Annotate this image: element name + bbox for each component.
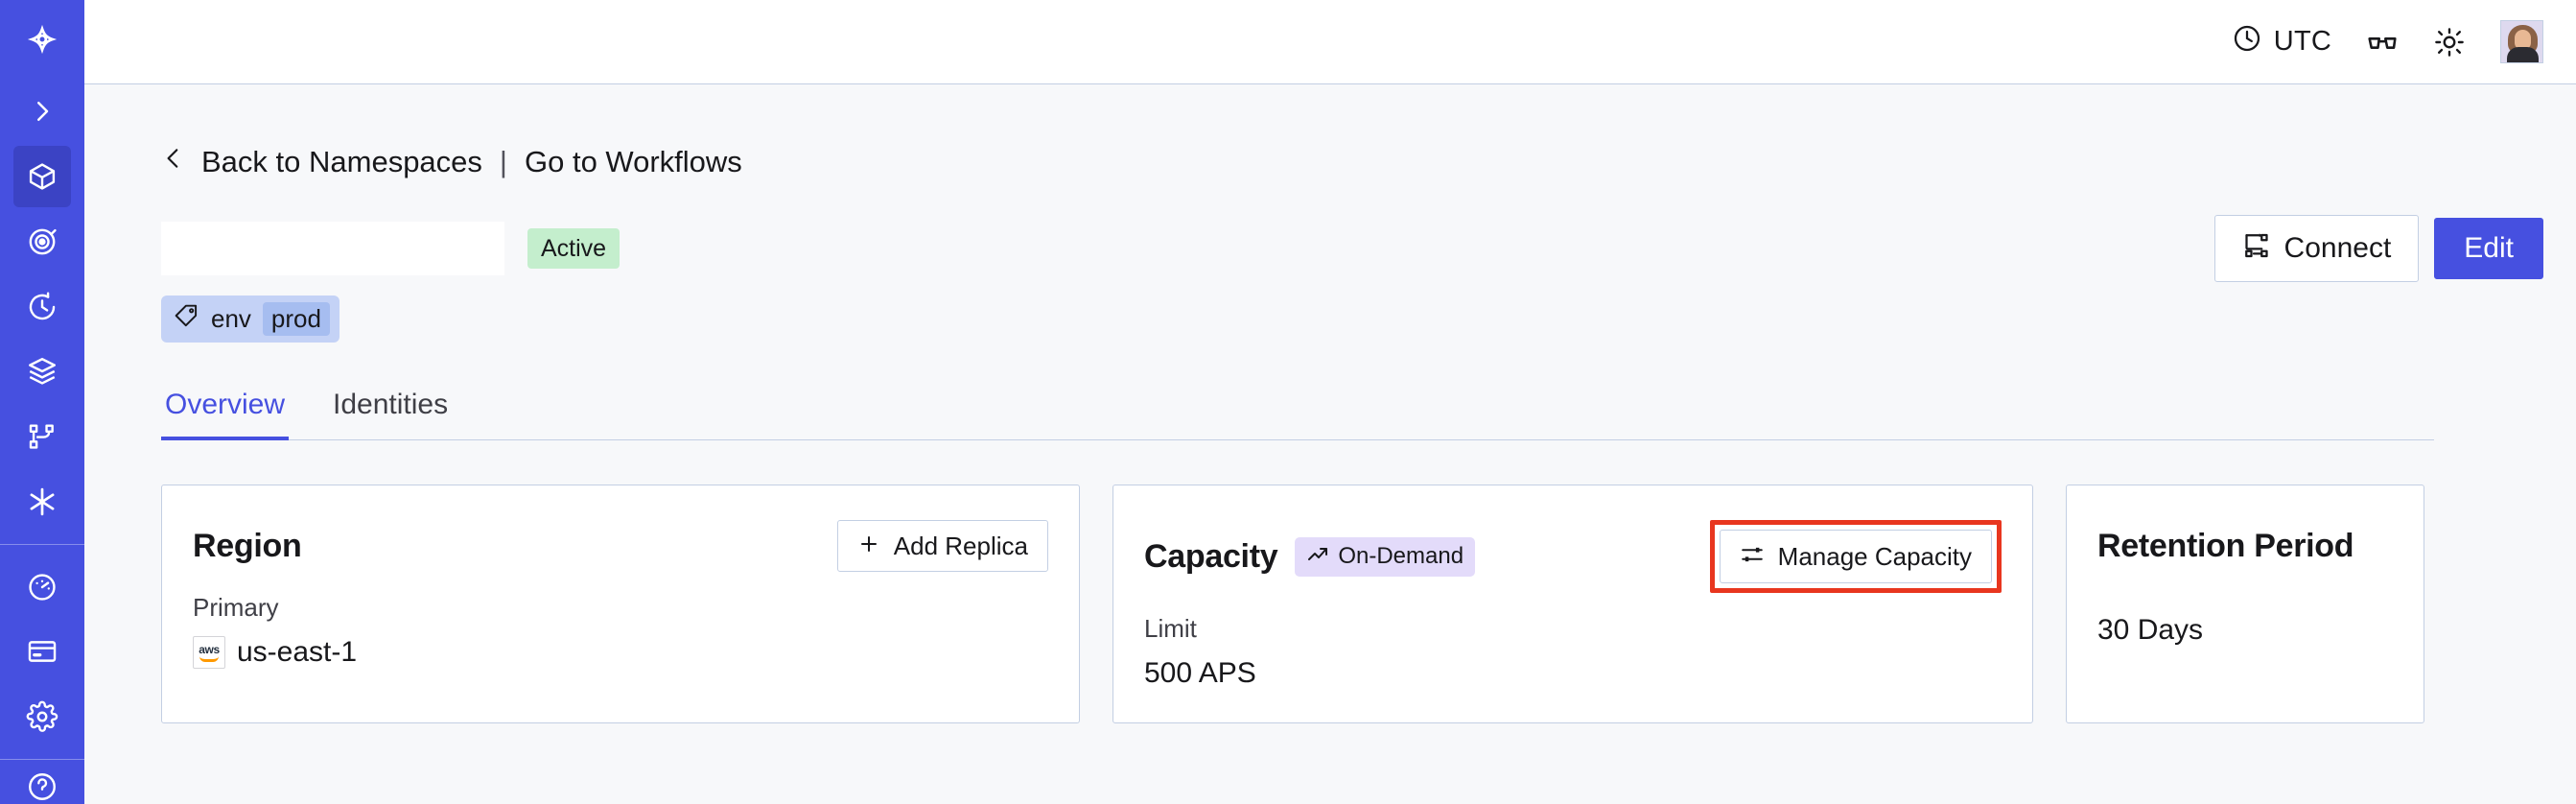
- sidebar-item-schedules[interactable]: [13, 276, 71, 338]
- tag-row: env prod: [161, 296, 2543, 343]
- sidebar-divider-2: [0, 759, 84, 761]
- sidebar-item-expand-sidebar[interactable]: [13, 82, 71, 143]
- add-replica-button[interactable]: Add Replica: [836, 520, 1048, 572]
- region-card: Region Add Replica Primary: [161, 485, 1080, 723]
- sidebar-item-billing[interactable]: [13, 622, 71, 683]
- plus-icon: [857, 532, 880, 559]
- namespace-tag-chip[interactable]: env prod: [161, 296, 340, 343]
- edit-label: Edit: [2464, 232, 2514, 264]
- timezone-selector[interactable]: UTC: [2232, 23, 2331, 61]
- retention-value: 30 Days: [2097, 614, 2204, 646]
- region-card-action: Add Replica: [836, 520, 1048, 572]
- region-primary-value: us-east-1: [237, 636, 358, 668]
- left-sidebar: [0, 0, 84, 804]
- capacity-card: Capacity On-Demand: [1112, 485, 2033, 723]
- annotation-highlight-box: Manage Capacity: [1709, 520, 2002, 593]
- capacity-card-title: Capacity: [1144, 537, 1278, 575]
- connect-icon: [2242, 231, 2271, 266]
- title-actions: Connect Edit: [2213, 215, 2543, 282]
- chevron-left-icon[interactable]: [161, 144, 186, 180]
- retention-card: Retention Period 30 Days: [2066, 485, 2424, 723]
- overview-cards: Region Add Replica Primary: [161, 485, 2543, 723]
- sidebar-item-nexus[interactable]: [13, 471, 71, 532]
- page-content: Back to Namespaces | Go to Workflows Act…: [84, 84, 2576, 804]
- trend-up-icon: [1306, 543, 1329, 571]
- retention-card-header: Retention Period: [2097, 520, 2393, 572]
- tag-key: env: [211, 304, 251, 333]
- status-badge: Active: [527, 228, 621, 269]
- capacity-limit-value: 500 APS: [1144, 657, 1256, 689]
- capacity-card-action: Manage Capacity: [1709, 520, 2002, 593]
- sidebar-item-workflows[interactable]: [13, 406, 71, 467]
- sidebar-item-namespaces[interactable]: [13, 146, 71, 208]
- aws-logo-icon: aws: [193, 636, 225, 669]
- sidebar-item-observability[interactable]: [13, 211, 71, 272]
- reading-glasses-icon[interactable]: [2366, 26, 2399, 59]
- capacity-limit-label: Limit: [1144, 614, 1197, 643]
- edit-button[interactable]: Edit: [2434, 218, 2543, 279]
- sidebar-item-layers[interactable]: [13, 342, 71, 403]
- sidebar-item-usage[interactable]: [13, 556, 71, 618]
- tag-icon: [175, 303, 199, 335]
- connect-label: Connect: [2283, 232, 2392, 264]
- aws-swoosh: [199, 656, 219, 662]
- main-area: UTC: [84, 0, 2576, 804]
- capacity-plan-label: On-Demand: [1338, 543, 1464, 569]
- timezone-label: UTC: [2273, 26, 2331, 57]
- manage-capacity-label: Manage Capacity: [1777, 542, 1972, 571]
- sidebar-divider-1: [0, 543, 84, 545]
- sun-icon[interactable]: [2433, 26, 2466, 59]
- sliders-icon: [1740, 542, 1765, 571]
- tab-bar: Overview Identities: [161, 383, 2434, 440]
- breadcrumb-divider: |: [499, 145, 507, 178]
- region-primary-label: Primary: [193, 593, 279, 622]
- sidebar-item-help[interactable]: [13, 771, 71, 802]
- tab-overview[interactable]: Overview: [161, 383, 290, 440]
- manage-capacity-button[interactable]: Manage Capacity: [1719, 530, 1992, 583]
- sidebar-item-settings[interactable]: [13, 686, 71, 747]
- clock-icon: [2232, 23, 2262, 61]
- capacity-plan-badge: On-Demand: [1295, 536, 1476, 577]
- breadcrumb-back-link[interactable]: Back to Namespaces: [201, 145, 482, 178]
- region-primary-value-row: aws us-east-1: [193, 636, 1048, 669]
- tag-value: prod: [262, 302, 330, 336]
- avatar-face: [2515, 30, 2531, 50]
- tab-identities[interactable]: Identities: [333, 389, 449, 420]
- add-replica-label: Add Replica: [893, 532, 1028, 560]
- breadcrumb-workflows-link[interactable]: Go to Workflows: [524, 145, 742, 178]
- top-bar: UTC: [84, 0, 2576, 84]
- connect-button[interactable]: Connect: [2213, 215, 2420, 282]
- region-card-title: Region: [193, 527, 302, 564]
- breadcrumb: Back to Namespaces | Go to Workflows: [161, 144, 2543, 180]
- capacity-card-header: Capacity On-Demand: [1144, 520, 2002, 593]
- title-row: Active: [161, 215, 2543, 282]
- user-avatar[interactable]: [2500, 20, 2543, 63]
- avatar-body: [2507, 47, 2539, 62]
- page-title: [161, 222, 504, 275]
- aws-logo-text: aws: [199, 642, 220, 656]
- temporal-logo-icon[interactable]: [0, 0, 84, 80]
- region-card-header: Region Add Replica: [193, 520, 1048, 572]
- retention-card-title: Retention Period: [2097, 527, 2354, 564]
